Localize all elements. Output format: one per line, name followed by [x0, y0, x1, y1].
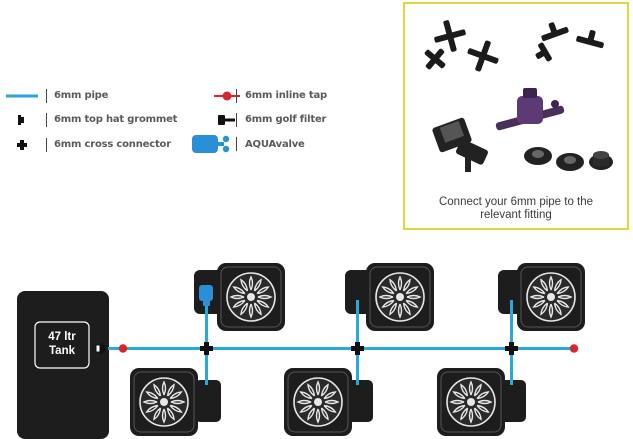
grommet-photo [524, 147, 613, 171]
cross-connector-icon [351, 342, 364, 355]
cross-connector-icon [17, 140, 27, 150]
inline-tap-photo [495, 88, 565, 131]
pot-bottom-2 [283, 367, 353, 437]
cross-connector-photo [424, 20, 499, 72]
legend-label-filter: 6mm golf filter [245, 114, 327, 125]
pot-bottom-3 [436, 367, 506, 437]
legend-label-grommet: 6mm top hat grommet [54, 114, 178, 125]
legend: 6mm pipe 6mm top hat grommet 6mm cross c… [0, 0, 400, 200]
system-diagram [17, 262, 586, 439]
aquavalve-icon [192, 135, 230, 153]
fittings-caption-line1: Connect your 6mm pipe to the [438, 196, 594, 208]
main-pipe [108, 347, 578, 350]
golf-filter-icon [95, 344, 101, 353]
fittings-caption: Connect your 6mm pipe to the relevant fi… [405, 196, 627, 222]
tank [17, 291, 109, 439]
fittings-photo [424, 20, 613, 172]
legend-label-cross: 6mm cross connector [54, 139, 171, 150]
inline-tap-icon [214, 91, 240, 101]
cross-connector-icon [200, 342, 213, 355]
grommet-icon [18, 115, 24, 125]
inline-tap-icon [118, 344, 128, 353]
golf-filter-icon [218, 115, 235, 125]
tee-connector-photo [535, 22, 604, 62]
legend-label-aquavalve: AQUAvalve [245, 139, 305, 150]
pot-top-2 [365, 262, 435, 332]
tank-label: 47 ltr Tank [40, 330, 84, 358]
legend-label-pipe: 6mm pipe [54, 90, 109, 101]
fittings-caption-line2: relevant fitting [480, 209, 552, 221]
pot-bottom-1 [129, 367, 199, 437]
cross-connector-icon [505, 342, 518, 355]
golf-filter-photo [432, 117, 488, 172]
pot-top-1 [216, 262, 286, 332]
tank-label-box [34, 321, 90, 369]
pot-bottom-2-reservoir [347, 380, 373, 422]
tank-label-name: Tank [49, 345, 75, 357]
tank-label-capacity: 47 ltr [48, 331, 76, 343]
fittings-panel: Connect your 6mm pipe to the relevant fi… [403, 2, 629, 230]
inline-tap-icon [569, 344, 579, 353]
pot-bottom-1-reservoir [195, 380, 221, 422]
legend-label-tap: 6mm inline tap [245, 90, 327, 101]
grommet-icon [100, 343, 106, 354]
pipe-icon [6, 94, 38, 98]
pot-bottom-3-reservoir [500, 380, 526, 422]
aquavalve-icon [199, 285, 213, 306]
pot-top-3 [516, 262, 586, 332]
